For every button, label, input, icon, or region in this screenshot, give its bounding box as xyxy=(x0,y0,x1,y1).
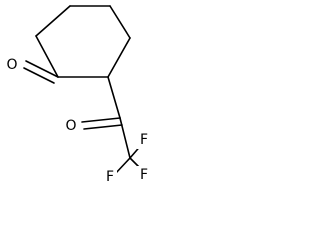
ring-bond-3 xyxy=(109,5,131,39)
ring-carbonyl-double-bond xyxy=(23,60,59,84)
ketone-oxygen-atom: O xyxy=(3,56,19,74)
ketone-oxygen-label: O xyxy=(6,57,17,73)
acyl-carbonyl-double-bond xyxy=(81,117,123,130)
fluorine-top-atom: F xyxy=(137,131,151,149)
fluorine-top-label: F xyxy=(140,132,148,148)
fluorine-bottom-atom: F xyxy=(103,168,117,186)
acyl-carbonyl-bond-line-2 xyxy=(83,124,123,130)
ring-to-acyl-bond xyxy=(107,76,121,119)
ring-bond-6 xyxy=(35,35,59,78)
structure-canvas: O O F F F xyxy=(0,0,154,186)
acyl-carbonyl-bond-line-1 xyxy=(81,117,121,123)
fluorine-bottom-label: F xyxy=(106,169,114,185)
cf-bond-bottom xyxy=(114,157,131,175)
ring-carbonyl-bond-line-2 xyxy=(23,67,55,84)
molecule-drawing: O O F F F xyxy=(3,5,151,186)
cyclohexanone-ring xyxy=(35,5,131,78)
ring-bond-1 xyxy=(35,5,71,37)
ring-bond-4 xyxy=(107,37,131,78)
fluorine-right-atom: F xyxy=(137,166,151,184)
acyl-oxygen-label: O xyxy=(65,118,76,134)
fluorine-right-label: F xyxy=(140,167,148,183)
acyl-to-cf3-bond xyxy=(119,117,131,159)
ring-carbonyl-bond-line-1 xyxy=(25,60,59,78)
acyl-oxygen-atom: O xyxy=(63,117,79,135)
